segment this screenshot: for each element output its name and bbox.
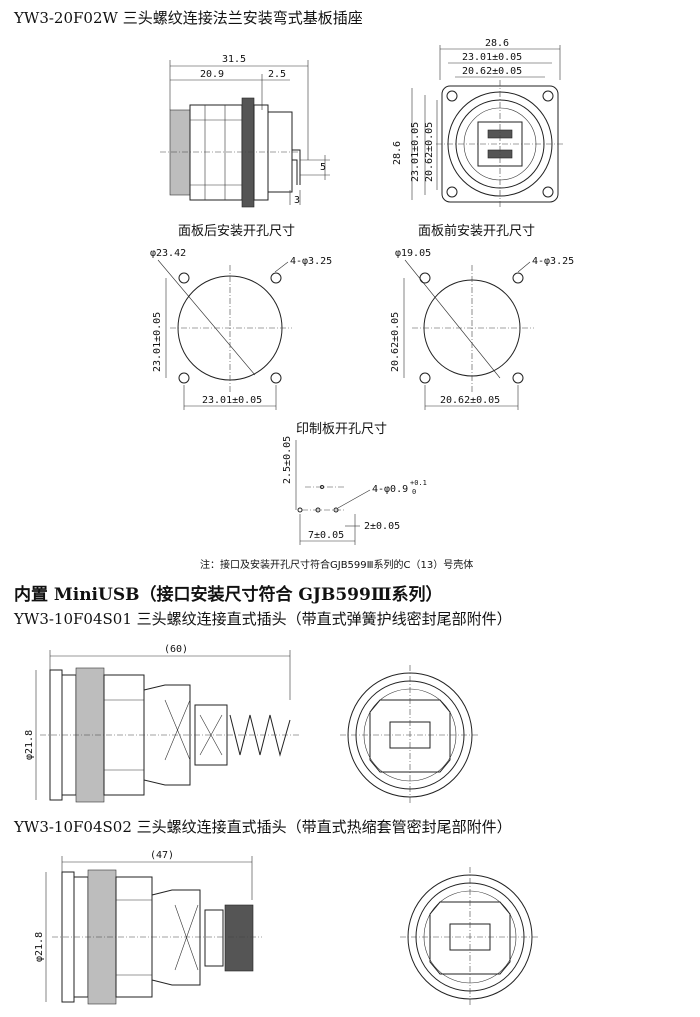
dim-front-height: 28.6 <box>392 141 403 165</box>
dim-pcb-tol-dn: 0 <box>412 488 416 496</box>
dim-front-hole23: 23.01±0.05 <box>462 52 522 63</box>
dim-rear-mount: 4-φ3.25 <box>290 256 332 267</box>
plug-heatshrink-side-view: (47) φ21.8 <box>34 850 262 1005</box>
dim-plug1-dia: φ21.8 <box>24 730 35 760</box>
dim-plug2-length: (47) <box>150 850 174 861</box>
caption-front-cutout: 面板前安装开孔尺寸 <box>418 224 536 239</box>
dim-front-hole2062: 20.62±0.05 <box>462 66 522 77</box>
front-cutout-drawing: φ19.05 4-φ3.25 20.62±0.05 20.62±0.05 <box>390 248 574 410</box>
socket-front-view: 28.6 23.01±0.05 20.62±0.05 28.6 23.01±0.… <box>392 38 564 208</box>
dim-side-total: 31.5 <box>222 54 246 65</box>
pcb-cutout-drawing: 2.5±0.05 4-φ0.9 +0.1 0 2±0.05 7±0.05 <box>282 436 427 545</box>
dim-side-body: 20.9 <box>200 69 224 80</box>
plug-heatshrink-end-view <box>400 867 540 1007</box>
dim-rear-h23: 23.01±0.05 <box>202 395 262 406</box>
dim-rear-dia: φ23.42 <box>150 248 186 259</box>
dim-front-dia: φ19.05 <box>395 248 431 259</box>
dim-rear-v23: 23.01±0.05 <box>152 312 163 372</box>
title-plug-heatshrink: YW3-10F04S02 三头螺纹连接直式插头（带直式热缩套管密封尾部附件） <box>14 818 512 836</box>
plug-spring-side-view: (60) φ21.8 <box>24 644 300 803</box>
caption-rear-cutout: 面板后安装开孔尺寸 <box>178 224 296 239</box>
title-plug-spring: YW3-10F04S01 三头螺纹连接直式插头（带直式弹簧护线密封尾部附件） <box>14 610 512 628</box>
socket-side-view: 31.5 20.9 2.5 5 3 <box>160 54 330 208</box>
dim-plug1-length: (60) <box>164 644 188 655</box>
plug-spring-end-view <box>340 665 480 805</box>
rear-cutout-drawing: φ23.42 4-φ3.25 23.01±0.05 23.01±0.05 <box>150 248 332 410</box>
dim-pcb-span: 7±0.05 <box>308 530 344 541</box>
dim-front-cut-v: 20.62±0.05 <box>390 312 401 372</box>
dim-pcb-holes: 4-φ0.9 <box>372 484 408 495</box>
dim-pcb-pitch-v: 2.5±0.05 <box>282 436 293 484</box>
dim-front-mount: 4-φ3.25 <box>532 256 574 267</box>
caption-pcb-cutout: 印制板开孔尺寸 <box>296 422 388 437</box>
dim-front-width: 28.6 <box>485 38 509 49</box>
dim-front-v23: 23.01±0.05 <box>410 122 421 182</box>
title-socket: YW3-20F02W 三头螺纹连接法兰安装弯式基板插座 <box>14 9 363 27</box>
section-title-miniusb: 内置 MiniUSB（接口安装尺寸符合 GJB599Ⅲ系列） <box>14 585 443 605</box>
dim-front-v2062: 20.62±0.05 <box>424 122 435 182</box>
dim-front-cut-h: 20.62±0.05 <box>440 395 500 406</box>
dim-side-pin-h: 5 <box>320 162 326 173</box>
note-text: 注：接口及安装开孔尺寸符合GJB599Ⅲ系列的C（13）号壳体 <box>200 560 474 571</box>
dim-pcb-tol-up: +0.1 <box>410 479 427 487</box>
dim-side-flange: 2.5 <box>268 69 286 80</box>
dim-pcb-pitch-h: 2±0.05 <box>364 521 400 532</box>
dim-side-pin-w: 3 <box>294 195 300 206</box>
dim-plug2-dia: φ21.8 <box>34 932 45 962</box>
